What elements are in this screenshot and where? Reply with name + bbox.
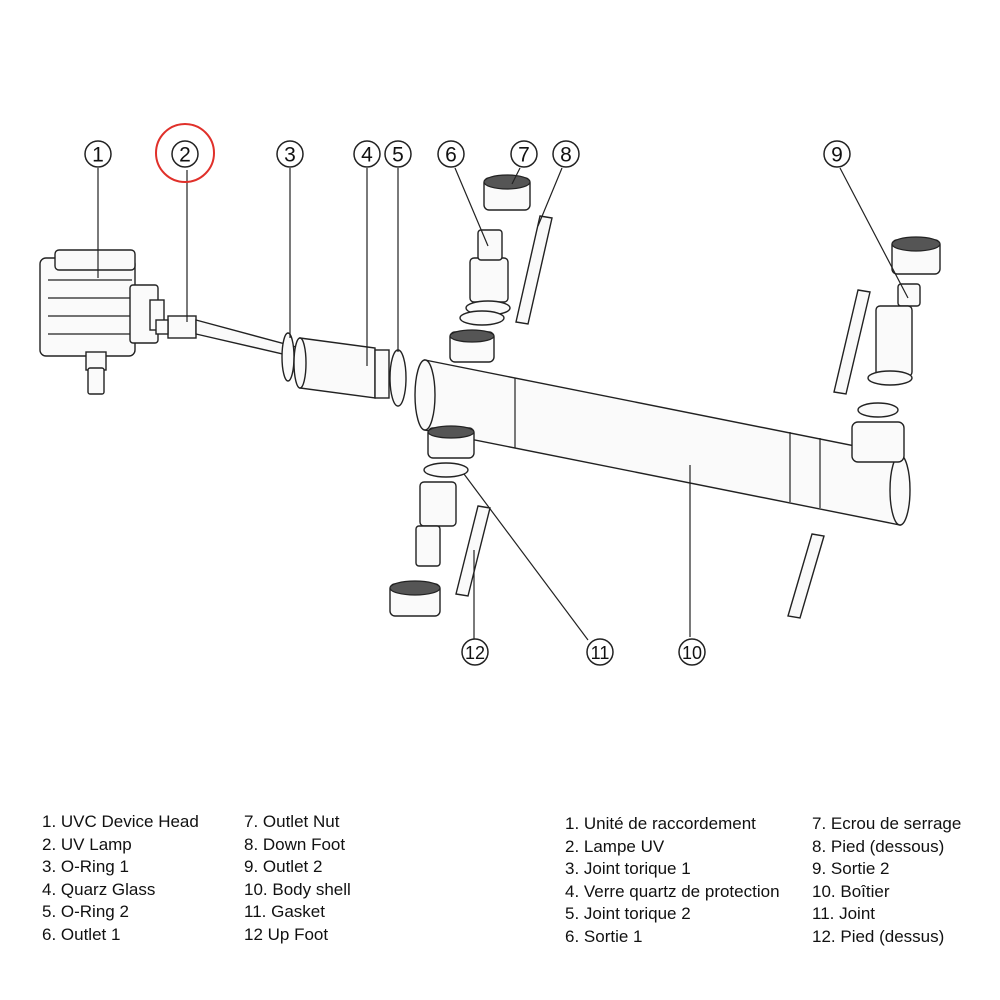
legend-item: 9. Sortie 2 [812, 859, 890, 879]
part-nut-lower [389, 580, 441, 617]
part-outlet-nut [483, 174, 531, 211]
legend-french-col-2: 7. Ecrou de serrage 8. Pied (dessous) 9.… [812, 813, 961, 949]
legend-english-col-2: 7. Outlet Nut 8. Down Foot 9. Outlet 2 1… [244, 811, 351, 947]
legend-item: 1. Unité de raccordement [565, 814, 756, 833]
legend-item: 4. Quarz Glass [42, 879, 156, 899]
part-down-foot [515, 215, 553, 325]
part-body-nut-lower [427, 425, 475, 459]
part-outlet-lower [415, 481, 457, 567]
callout-4: 4 [353, 140, 381, 168]
callout-2: 2 [171, 140, 199, 168]
legend-item: 11. Joint [812, 904, 876, 924]
callout-8: 8 [552, 140, 580, 168]
part-body-shell [414, 359, 911, 526]
callout-1: 1 [84, 140, 112, 168]
legend-item: 7. Outlet Nut [244, 812, 340, 831]
callout-number: 4 [361, 144, 373, 167]
callout-number: 3 [284, 144, 296, 167]
part-gasket [423, 462, 469, 478]
callout-5: 5 [384, 140, 412, 168]
callout-number: 12 [465, 643, 485, 663]
callout-10: 10 [678, 638, 706, 666]
highlight-ring [155, 123, 215, 183]
part-body-nut-upper [449, 329, 495, 363]
legend-item: 12 Up Foot [244, 924, 329, 944]
legend-item: 9. Outlet 2 [244, 857, 323, 877]
callout-12: 12 [461, 638, 489, 666]
part-uvc-device-head [39, 249, 165, 395]
callout-number: 6 [445, 144, 457, 167]
legend-item: 11. Gasket [244, 902, 325, 922]
part-uv-lamp [155, 315, 301, 359]
callout-number: 10 [682, 643, 702, 663]
legend-item: 2. UV Lamp [42, 834, 132, 854]
callout-number: 11 [591, 643, 610, 663]
legend-item: 8. Down Foot [244, 834, 346, 854]
exploded-parts-diagram: 1 2 3 4 5 6 7 8 [39, 123, 941, 666]
callout-number: 7 [518, 144, 530, 167]
callout-6: 6 [437, 140, 465, 168]
legend-item: 2. Lampe UV [565, 836, 665, 856]
part-quartz-glass [293, 337, 390, 399]
part-o-ring-1 [281, 332, 295, 382]
legend-item: 4. Verre quartz de protection [565, 881, 780, 901]
part-up-foot [455, 505, 491, 597]
leader-lines [97, 167, 909, 641]
callout-9: 9 [823, 140, 851, 168]
legend-english-col-1: 1. UVC Device Head 2. UV Lamp 3. O-Ring … [42, 811, 199, 947]
legend-item: 3. O-Ring 1 [42, 857, 129, 877]
part-right-foot [833, 289, 871, 395]
legend-item: 5. Joint torique 2 [565, 904, 691, 924]
legend-item: 10. Boîtier [812, 881, 890, 901]
legend-item: 8. Pied (dessous) [812, 836, 945, 856]
part-bottom-foot [787, 533, 825, 619]
part-o-ring-2 [389, 349, 407, 407]
legend-item: 7. Ecrou de serrage [812, 814, 962, 833]
callout-11: 11 [586, 638, 614, 666]
callout-3: 3 [276, 140, 304, 168]
callout-number: 2 [179, 144, 191, 167]
callout-7: 7 [510, 140, 538, 168]
legend-item: 12. Pied (dessus) [812, 926, 945, 946]
callout-number: 1 [92, 144, 104, 167]
part-outlet-1 [459, 229, 511, 326]
legend-item: 6. Sortie 1 [565, 926, 643, 946]
part-right-gasket [851, 402, 905, 463]
legend-item: 5. O-Ring 2 [42, 902, 129, 922]
legend-item: 6. Outlet 1 [42, 924, 121, 944]
callout-number: 9 [831, 144, 843, 167]
legend-french-col-1: 1. Unité de raccordement 2. Lampe UV 3. … [565, 813, 780, 949]
part-outlet-2 [867, 236, 941, 386]
legend-item: 10. Body shell [244, 879, 351, 899]
legend-item: 3. Joint torique 1 [565, 859, 691, 879]
callout-number: 5 [392, 144, 404, 167]
legend-item: 1. UVC Device Head [42, 812, 199, 831]
callout-number: 8 [560, 144, 572, 167]
